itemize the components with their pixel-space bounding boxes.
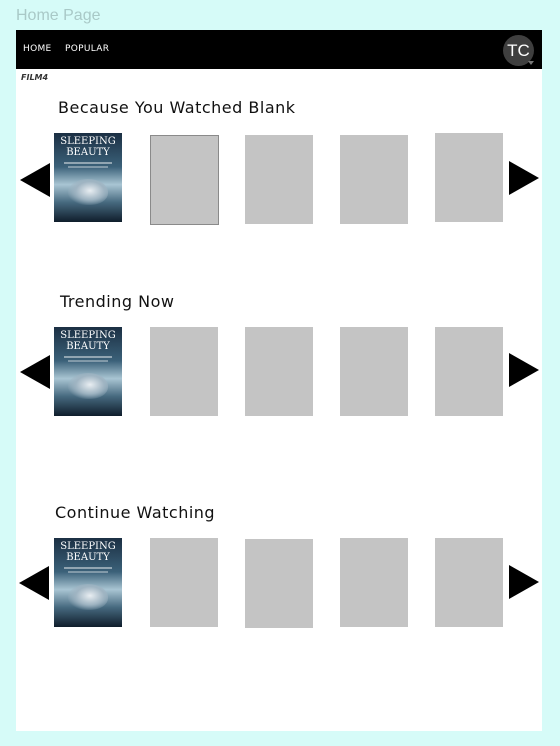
movie-tile-placeholder[interactable] xyxy=(245,135,313,224)
movie-tile-placeholder[interactable] xyxy=(340,135,408,224)
movie-tile-placeholder[interactable] xyxy=(245,327,313,416)
row-title-because-you-watched: Because You Watched Blank xyxy=(58,98,296,117)
scroll-right-arrow-icon[interactable] xyxy=(509,565,539,599)
movie-tile-placeholder[interactable] xyxy=(340,327,408,416)
movie-tile-placeholder[interactable] xyxy=(150,327,218,416)
movie-tile-placeholder[interactable] xyxy=(435,538,503,627)
chevron-down-icon[interactable] xyxy=(528,61,534,65)
app-frame: HOME POPULAR TC FILM4 Because You Watche… xyxy=(16,30,542,731)
poster-title-line: SLEEPING xyxy=(60,136,116,147)
movie-tile-placeholder[interactable] xyxy=(150,538,218,627)
poster-title-line: SLEEPING xyxy=(60,541,116,552)
row-title-trending-now: Trending Now xyxy=(60,292,175,311)
top-navbar: HOME POPULAR TC xyxy=(16,30,542,69)
scroll-left-arrow-icon[interactable] xyxy=(20,163,50,197)
brand-logo: FILM4 xyxy=(21,73,49,82)
scroll-left-arrow-icon[interactable] xyxy=(19,566,49,600)
poster-title-line: BEAUTY xyxy=(66,341,110,352)
movie-tile-placeholder[interactable] xyxy=(245,539,313,628)
nav-popular-link[interactable]: POPULAR xyxy=(65,44,110,54)
scroll-left-arrow-icon[interactable] xyxy=(20,355,50,389)
scroll-right-arrow-icon[interactable] xyxy=(509,161,539,195)
user-avatar[interactable]: TC xyxy=(503,35,534,66)
movie-tile-placeholder[interactable] xyxy=(435,133,503,222)
poster-title-line: BEAUTY xyxy=(66,552,110,563)
page-label: Home Page xyxy=(16,7,101,24)
scroll-right-arrow-icon[interactable] xyxy=(509,353,539,387)
movie-tile-placeholder[interactable] xyxy=(150,135,219,225)
movie-tile-placeholder[interactable] xyxy=(435,327,503,416)
movie-tile-placeholder[interactable] xyxy=(340,538,408,627)
nav-home-link[interactable]: HOME xyxy=(23,44,52,54)
poster-title-line: SLEEPING xyxy=(60,330,116,341)
row-title-continue-watching: Continue Watching xyxy=(55,503,216,522)
poster-title-line: BEAUTY xyxy=(66,147,110,158)
